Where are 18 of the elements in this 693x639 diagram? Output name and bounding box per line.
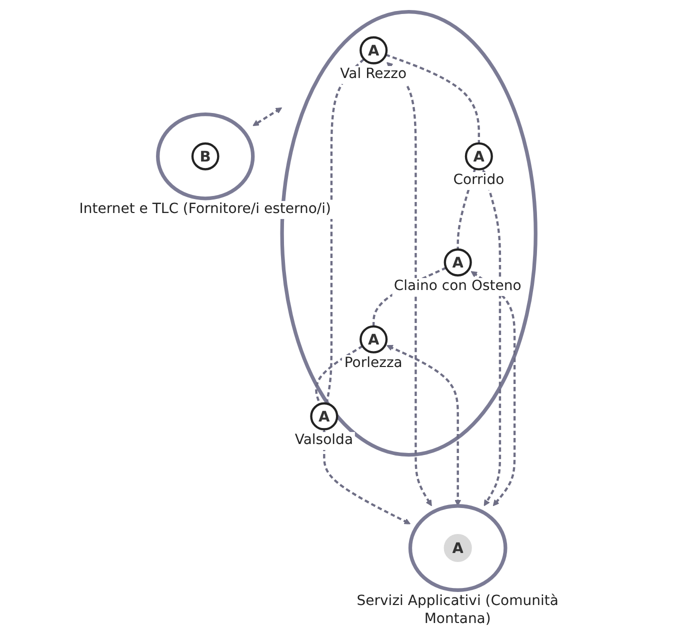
arrow	[386, 62, 432, 506]
node-circle: B	[191, 142, 220, 170]
node-caption: Corrido	[451, 172, 506, 190]
node-circle: A	[444, 534, 472, 562]
node-circle: A	[359, 36, 388, 64]
node-caption: Val Rezzo	[338, 66, 409, 84]
arrow	[386, 344, 461, 506]
arrow	[481, 169, 501, 506]
node-caption: Claino con Osteno	[392, 278, 524, 296]
node-circle: A	[310, 402, 338, 430]
node-circle: A	[359, 325, 388, 354]
node-circle: A	[464, 142, 493, 170]
node-circle: A	[444, 248, 472, 276]
arrow	[320, 429, 410, 524]
connector	[325, 58, 365, 404]
arrow	[470, 271, 516, 506]
node-caption: Valsolda	[292, 432, 356, 450]
connector	[385, 54, 480, 144]
